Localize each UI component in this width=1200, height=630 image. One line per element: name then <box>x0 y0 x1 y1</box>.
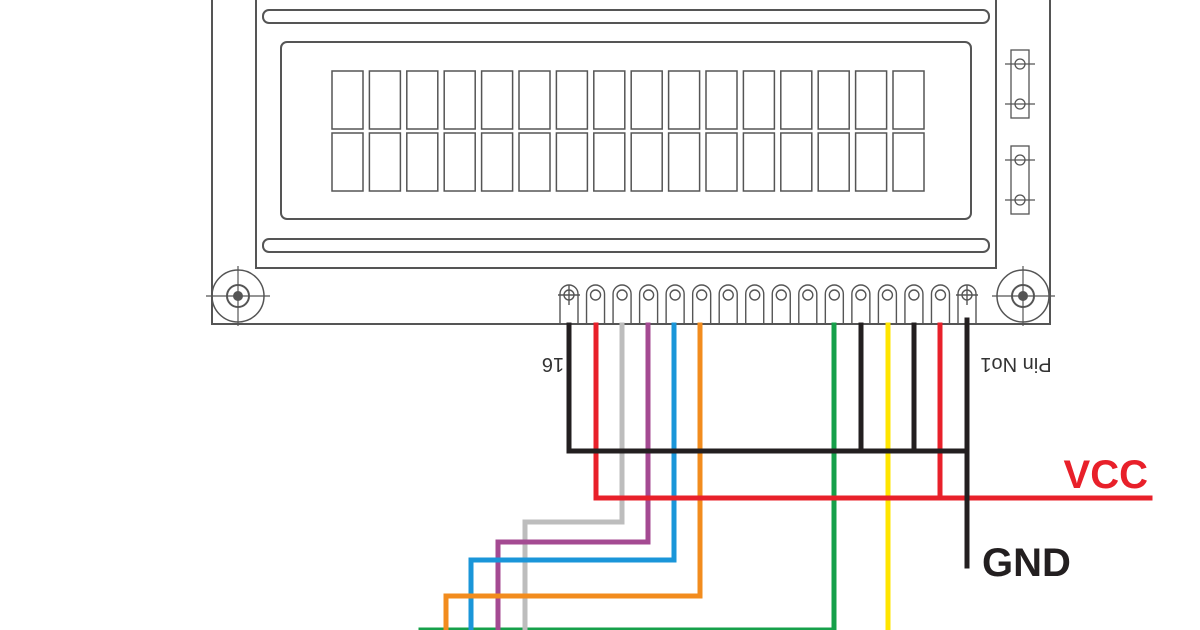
mounting-hole-left <box>206 266 270 326</box>
char-cell <box>705 132 738 192</box>
wire-blue <box>468 322 677 630</box>
char-cell <box>780 70 813 130</box>
header-pin <box>558 284 580 325</box>
char-cell <box>742 132 776 192</box>
lcd-module <box>206 0 1055 326</box>
char-cell <box>368 132 402 192</box>
pin-header <box>558 284 978 325</box>
char-cell <box>406 132 439 192</box>
header-pin <box>877 284 898 325</box>
char-cell <box>667 70 701 130</box>
header-pin <box>771 284 791 325</box>
char-cell <box>443 70 476 130</box>
char-cell <box>593 70 626 130</box>
char-cell <box>480 70 514 130</box>
mounting-hole-right <box>992 266 1055 326</box>
char-cell <box>817 132 850 192</box>
char-cell <box>854 132 888 192</box>
char-cell <box>518 70 551 130</box>
header-pin <box>665 284 685 325</box>
header-pin <box>691 284 712 325</box>
char-cell <box>630 70 663 130</box>
header-pin <box>851 284 871 325</box>
char-cell <box>331 70 364 130</box>
char-cell <box>892 132 925 192</box>
char-cell <box>742 70 776 130</box>
lcd-bottom-bar <box>262 238 990 253</box>
vcc-label: VCC <box>1064 453 1148 497</box>
char-cell <box>555 132 589 192</box>
char-cell <box>854 70 888 130</box>
header-pin <box>956 284 978 325</box>
char-cell <box>630 132 663 192</box>
char-cell <box>406 70 439 130</box>
wire-purple <box>495 322 651 630</box>
lcd-top-bar <box>262 9 990 24</box>
char-cell <box>817 70 850 130</box>
char-cell <box>443 132 476 192</box>
backlight-pads <box>1005 49 1035 215</box>
char-cell <box>667 132 701 192</box>
wires <box>418 317 1153 630</box>
lcd-bezel <box>255 0 997 269</box>
header-pin <box>824 284 845 325</box>
lcd-viewing-area <box>280 41 972 220</box>
header-pin <box>718 284 738 325</box>
char-cell <box>368 70 402 130</box>
header-pin <box>930 284 951 325</box>
header-pin <box>585 284 606 325</box>
wire-orange <box>443 322 703 630</box>
wire-gray <box>522 322 625 630</box>
char-cell <box>593 132 626 192</box>
char-cell <box>555 70 589 130</box>
header-pin <box>745 284 765 325</box>
header-pin <box>904 284 924 325</box>
char-cell <box>705 70 738 130</box>
header-pin <box>638 284 659 325</box>
header-pin <box>612 284 632 325</box>
char-cell <box>331 132 364 192</box>
pin-1-label: Pin No1 <box>980 353 1051 375</box>
char-cell <box>480 132 514 192</box>
char-cell <box>518 132 551 192</box>
gnd-label: GND <box>982 541 1071 585</box>
pin-16-label: 16 <box>542 353 564 375</box>
header-pin <box>798 284 818 325</box>
char-cell <box>780 132 813 192</box>
character-cells <box>331 70 925 192</box>
char-cell <box>892 70 925 130</box>
